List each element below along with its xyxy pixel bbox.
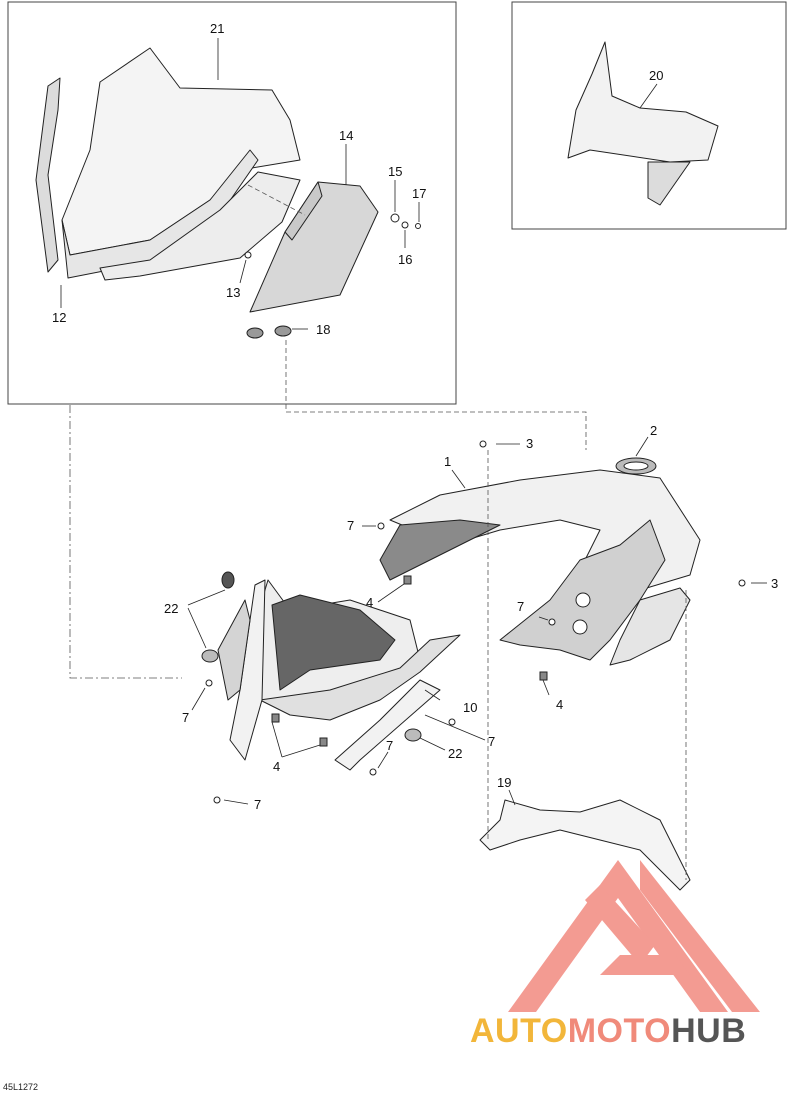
- cover-20-part: [567, 41, 719, 206]
- callout-7-f: 7: [254, 797, 261, 812]
- callout-1: 1: [444, 454, 451, 469]
- brand-word-hub: HUB: [671, 1012, 747, 1050]
- clips: [271, 575, 548, 747]
- diagram-reference-code: 45L1272: [3, 1082, 39, 1092]
- assembly-line-5: [247, 184, 306, 216]
- callout-10: 10: [463, 700, 477, 715]
- callout-4-c: 4: [273, 759, 280, 774]
- callout-19: 19: [497, 775, 511, 790]
- callout-15: 15: [388, 164, 402, 179]
- callout-3-right: 3: [771, 576, 778, 591]
- callout-7-a: 7: [347, 518, 354, 533]
- callout-13: 13: [226, 285, 240, 300]
- callout-7-e: 7: [386, 738, 393, 753]
- brand-word-moto: MOTO: [567, 1012, 672, 1050]
- callout-22-a: 22: [164, 601, 178, 616]
- grommet-lower: [404, 728, 422, 742]
- callout-22-b: 22: [448, 746, 462, 761]
- brand-word-auto: AUTO: [470, 1012, 568, 1050]
- fastener-hardware: [244, 213, 421, 339]
- side-panel-part: [217, 579, 461, 771]
- cover-detail-box: [511, 1, 787, 230]
- windshield-part: [35, 47, 301, 281]
- grommet-upper: [201, 649, 219, 663]
- main-cowl-part: [379, 457, 701, 666]
- windshield-detail-box: [7, 1, 457, 405]
- callout-14: 14: [339, 128, 353, 143]
- callout-21: 21: [210, 21, 224, 36]
- callout-3-top: 3: [526, 436, 533, 451]
- bracket-19-part: [479, 799, 691, 891]
- callout-7-d: 7: [488, 734, 495, 749]
- leader-lines: [60, 38, 767, 806]
- screws: [205, 440, 746, 804]
- callout-7-c: 7: [182, 710, 189, 725]
- callout-18: 18: [316, 322, 330, 337]
- callout-17: 17: [412, 186, 426, 201]
- callout-4-b: 4: [556, 697, 563, 712]
- watermark-logo: [508, 860, 760, 1012]
- assembly-line-2: [285, 340, 587, 450]
- watermark-brand-text: AUTOMOTOHUB: [470, 1012, 746, 1051]
- callout-7-b: 7: [517, 599, 524, 614]
- callout-12: 12: [52, 310, 66, 325]
- deflector-panel-part: [249, 181, 379, 313]
- grommet-top: [221, 571, 235, 589]
- assembly-line-1: [69, 405, 182, 679]
- callout-16: 16: [398, 252, 412, 267]
- callout-2: 2: [650, 423, 657, 438]
- callout-4-a: 4: [366, 595, 373, 610]
- callout-20: 20: [649, 68, 663, 83]
